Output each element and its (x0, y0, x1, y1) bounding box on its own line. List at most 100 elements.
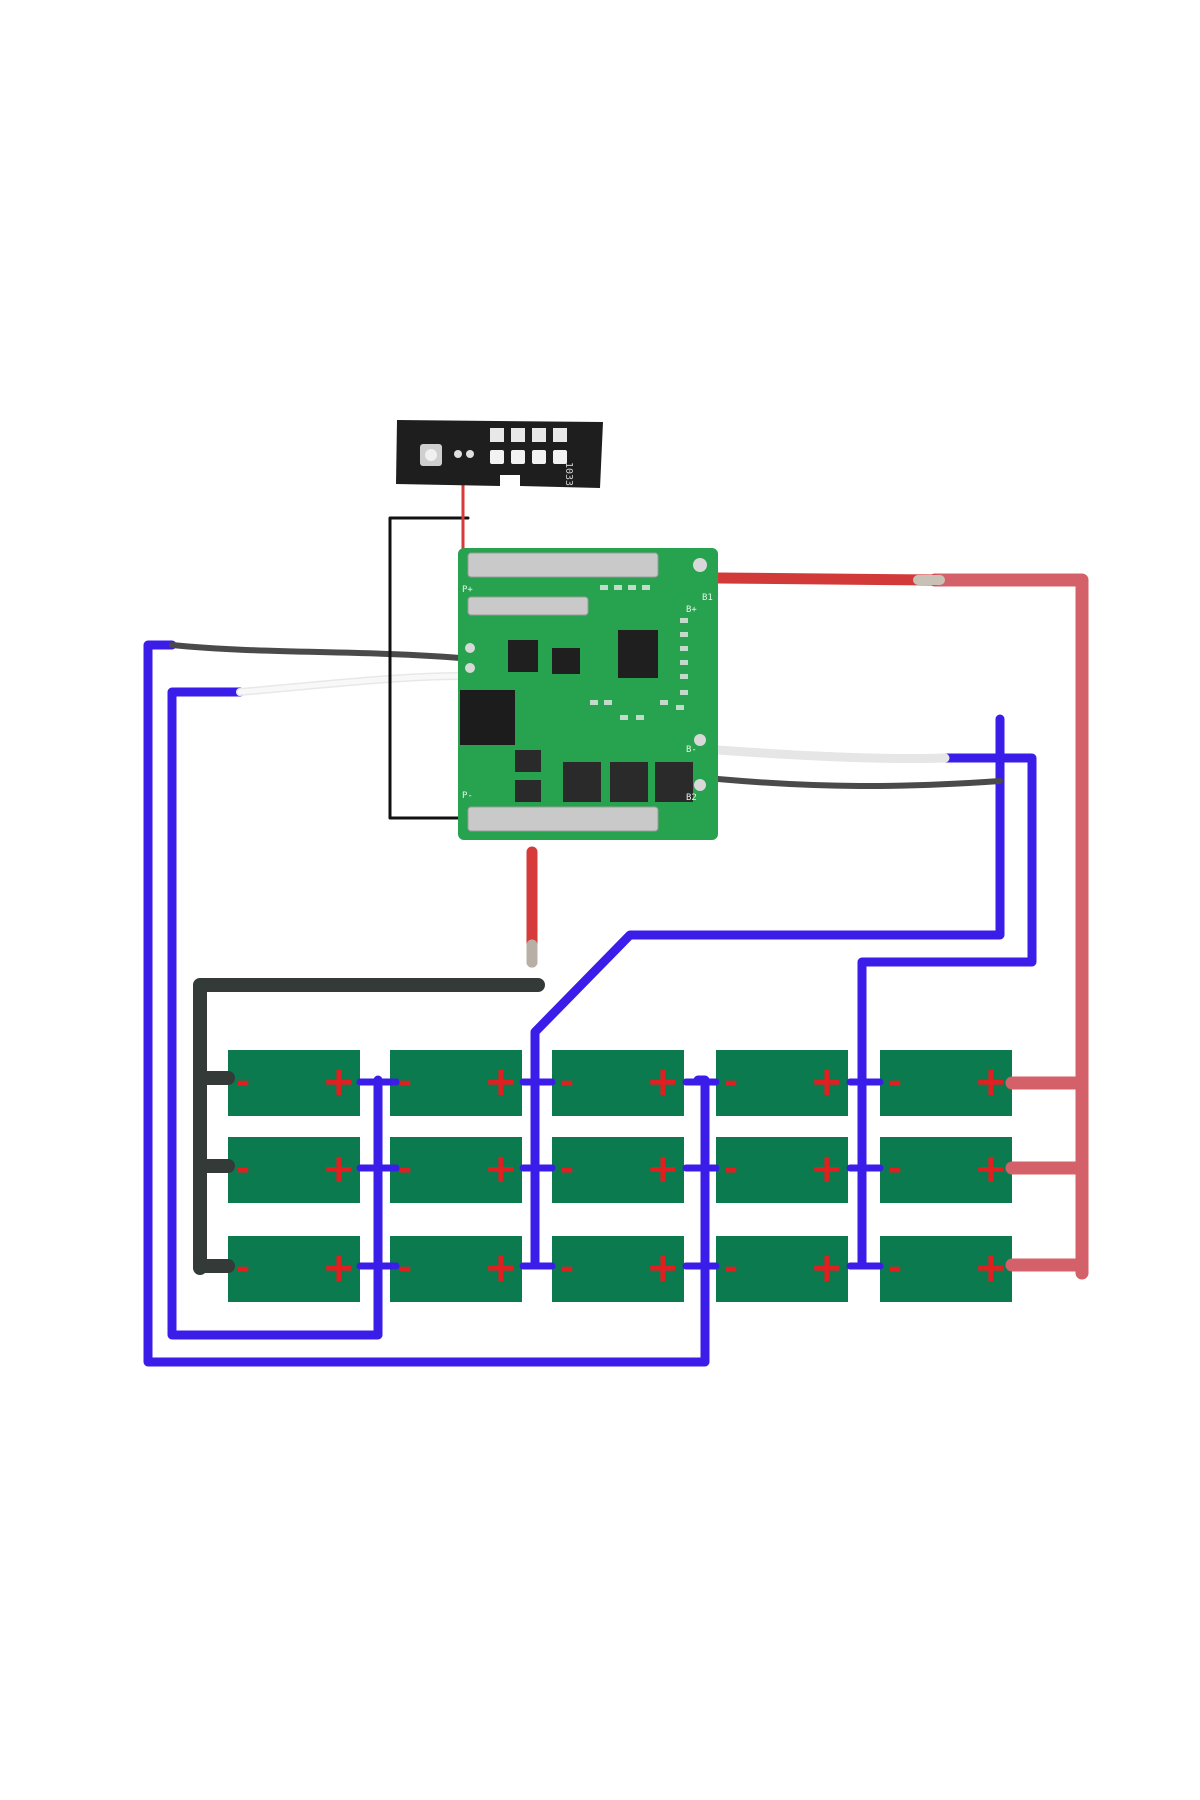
bms-ic-3 (552, 648, 580, 674)
battery-cell-plus-sign: + (484, 1059, 518, 1105)
battery-cell-minus-sign: - (560, 1149, 574, 1189)
battery-cell-minus-sign: - (236, 1062, 250, 1102)
bms-nickel-strip-bottom (467, 806, 659, 832)
battery-cell-plus-sign: + (484, 1146, 518, 1192)
wire-black-main-negative (193, 978, 545, 1275)
battery-cell: -+ (552, 1137, 684, 1203)
bms-nickel-strip-top (467, 552, 659, 578)
battery-cell-minus-sign: - (724, 1149, 738, 1189)
bms-smd-components (590, 585, 688, 720)
indicator-led-resistor (532, 428, 546, 442)
battery-cell: -+ (552, 1236, 684, 1302)
battery-cell-plus-sign: + (646, 1146, 680, 1192)
bms-ic-2 (508, 640, 538, 672)
indicator-led-resistor (511, 428, 525, 442)
battery-cell-plus-sign: + (646, 1059, 680, 1105)
battery-cell-minus-sign: - (724, 1248, 738, 1288)
battery-cell-plus-sign: + (322, 1245, 356, 1291)
battery-cell: -+ (880, 1236, 1012, 1302)
battery-cell-plus-sign: + (646, 1245, 680, 1291)
bms-label-b2: B2 (686, 793, 697, 803)
bms-label-b-minus: B- (686, 745, 697, 755)
indicator-solder-pad (454, 450, 462, 458)
battery-cells-array: -+-+-+-+-+-+-+-+-+-+-+-+-+-+-+ (228, 1050, 1012, 1302)
wire-red-bms-bplus (712, 572, 941, 586)
wire-red-main-positive (928, 573, 1089, 1280)
bms-inductor-1 (515, 750, 541, 772)
battery-cell-minus-sign: - (888, 1062, 902, 1102)
bms-label-b1: B1 (702, 593, 713, 603)
battery-cell-body (880, 1137, 1012, 1203)
battery-cell-body (880, 1050, 1012, 1116)
bms-hole-left-1 (465, 643, 475, 653)
wire-black-indicator (388, 516, 472, 820)
bms-board: P+ P- B+ B- B1 B2 (458, 548, 718, 840)
battery-cell-body (716, 1050, 848, 1116)
battery-cell-plus-sign: + (810, 1146, 844, 1192)
battery-cell-body (390, 1137, 522, 1203)
indicator-led (553, 450, 567, 464)
battery-cell: -+ (228, 1050, 360, 1116)
battery-cell-minus-sign: - (888, 1248, 902, 1288)
bms-hole-left-2 (465, 663, 475, 673)
battery-cell-minus-sign: - (398, 1062, 412, 1102)
battery-cell: -+ (390, 1236, 522, 1302)
battery-cell-body (552, 1137, 684, 1203)
indicator-leds (454, 428, 567, 464)
battery-cell: -+ (716, 1050, 848, 1116)
battery-cell-plus-sign: + (322, 1146, 356, 1192)
battery-cell: -+ (552, 1050, 684, 1116)
bms-mosfet-3 (655, 762, 693, 802)
indicator-solder-pad (466, 450, 474, 458)
battery-cell-minus-sign: - (888, 1149, 902, 1189)
battery-cell-body (228, 1236, 360, 1302)
battery-cell-body (716, 1236, 848, 1302)
battery-cell-body (390, 1050, 522, 1116)
battery-cell-plus-sign: + (974, 1059, 1008, 1105)
wiring (143, 480, 1089, 1367)
indicator-led-resistor (490, 428, 504, 442)
battery-cell-body (228, 1137, 360, 1203)
bms-label-p-minus: P- (462, 791, 473, 801)
battery-cell: -+ (880, 1050, 1012, 1116)
indicator-board: 1033 (396, 420, 603, 488)
battery-cell-minus-sign: - (724, 1062, 738, 1102)
wire-grey-left (169, 642, 463, 661)
battery-cell-body (880, 1236, 1012, 1302)
battery-cell-plus-sign: + (484, 1245, 518, 1291)
bms-label-b-plus: B+ (686, 605, 697, 615)
battery-cell: -+ (880, 1137, 1012, 1203)
bms-mosfet-2 (610, 762, 648, 802)
indicator-button-cap (425, 449, 437, 461)
bms-hole-top-right (693, 558, 707, 572)
battery-cell-body (228, 1050, 360, 1116)
wire-white-right (713, 745, 950, 764)
bms-hole-b-minus (694, 734, 706, 746)
battery-cell: -+ (716, 1137, 848, 1203)
bms-label-p-plus: P+ (462, 585, 473, 595)
bms-hole-b2 (694, 779, 706, 791)
bms-inductor-2 (515, 780, 541, 802)
battery-cell-plus-sign: + (322, 1059, 356, 1105)
battery-cell-body (716, 1137, 848, 1203)
battery-cell: -+ (716, 1236, 848, 1302)
indicator-led (511, 450, 525, 464)
wire-blue-balance-b-top (857, 753, 1037, 1270)
battery-cell: -+ (390, 1137, 522, 1203)
indicator-led (532, 450, 546, 464)
battery-cell-plus-sign: + (810, 1245, 844, 1291)
battery-cell-plus-sign: + (810, 1059, 844, 1105)
battery-cell-minus-sign: - (398, 1248, 412, 1288)
indicator-led-resistor (553, 428, 567, 442)
battery-cell-minus-sign: - (398, 1149, 412, 1189)
battery-cell-minus-sign: - (236, 1149, 250, 1189)
bms-ic-main (618, 630, 658, 678)
indicator-label: 1033 (563, 462, 574, 486)
battery-cell-body (552, 1050, 684, 1116)
wire-blue-balance-b-mid (530, 714, 1005, 1270)
battery-cell-body (552, 1236, 684, 1302)
battery-cell-minus-sign: - (560, 1062, 574, 1102)
battery-cell: -+ (228, 1137, 360, 1203)
battery-cell-body (390, 1236, 522, 1302)
